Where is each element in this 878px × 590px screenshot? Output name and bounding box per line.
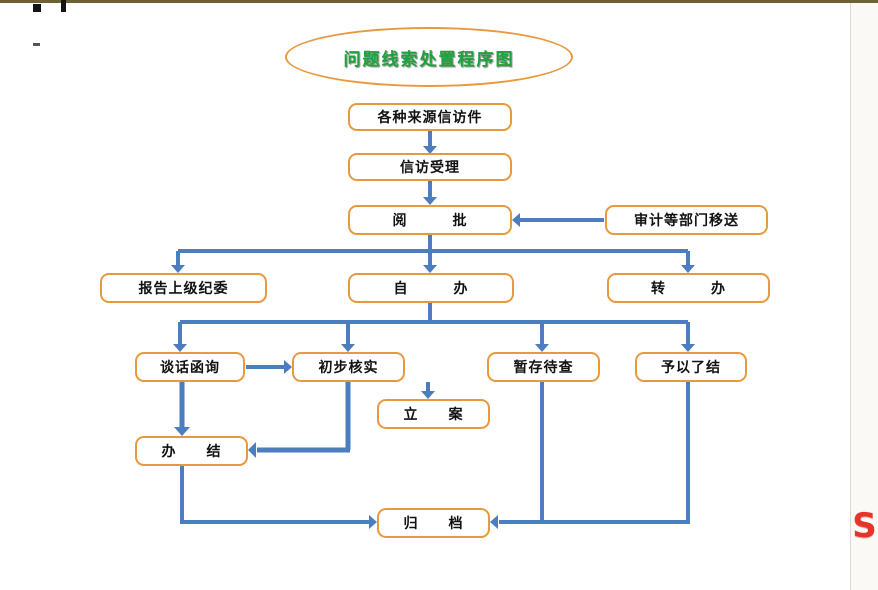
flowchart-title: 问题线索处置程序图 — [343, 49, 515, 70]
node-conclude: 予以了结 — [635, 352, 747, 382]
arrow-acceptance-to-review — [423, 181, 437, 205]
node-sources: 各种来源信访件 — [348, 103, 512, 131]
toolbar-fragment-icon — [33, 4, 41, 12]
connector-selfhandle-branch — [173, 303, 695, 352]
node-preliminary-verify: 初步核实 — [292, 352, 405, 382]
flowchart-title-ellipse: 问题线索处置程序图 — [285, 27, 573, 87]
list-bullet-mark — [33, 43, 40, 46]
arrow-verify-to-finish — [248, 382, 351, 458]
arrow-sources-to-acceptance — [423, 131, 437, 154]
node-talk-inquiry: 谈话函询 — [135, 352, 245, 382]
connector-review-branch — [171, 235, 695, 273]
node-finish: 办 结 — [135, 436, 248, 466]
node-audit-transfer: 审计等部门移送 — [605, 205, 768, 235]
node-report-committee: 报告上级纪委 — [100, 273, 267, 303]
arrow-talk-to-verify — [246, 360, 292, 374]
page-right-margin — [850, 3, 878, 590]
node-acceptance: 信访受理 — [348, 153, 512, 181]
node-review: 阅 批 — [348, 205, 512, 235]
node-self-handle: 自 办 — [348, 273, 514, 303]
window-top-border — [0, 0, 878, 3]
sogou-logo[interactable]: S — [852, 506, 877, 546]
arrow-talk-to-finish — [174, 382, 190, 436]
node-transfer-handle: 转 办 — [607, 273, 770, 303]
arrow-verify-to-case — [421, 382, 435, 399]
node-archive: 归 档 — [377, 508, 490, 538]
toolbar-fragment-icon — [61, 0, 66, 12]
arrow-hold-conclude-to-archive — [490, 382, 690, 529]
arrow-finish-to-archive — [180, 466, 377, 529]
node-file-case: 立 案 — [377, 399, 490, 429]
node-hold-pending: 暂存待查 — [487, 352, 600, 382]
arrow-audit-to-review — [512, 213, 604, 227]
